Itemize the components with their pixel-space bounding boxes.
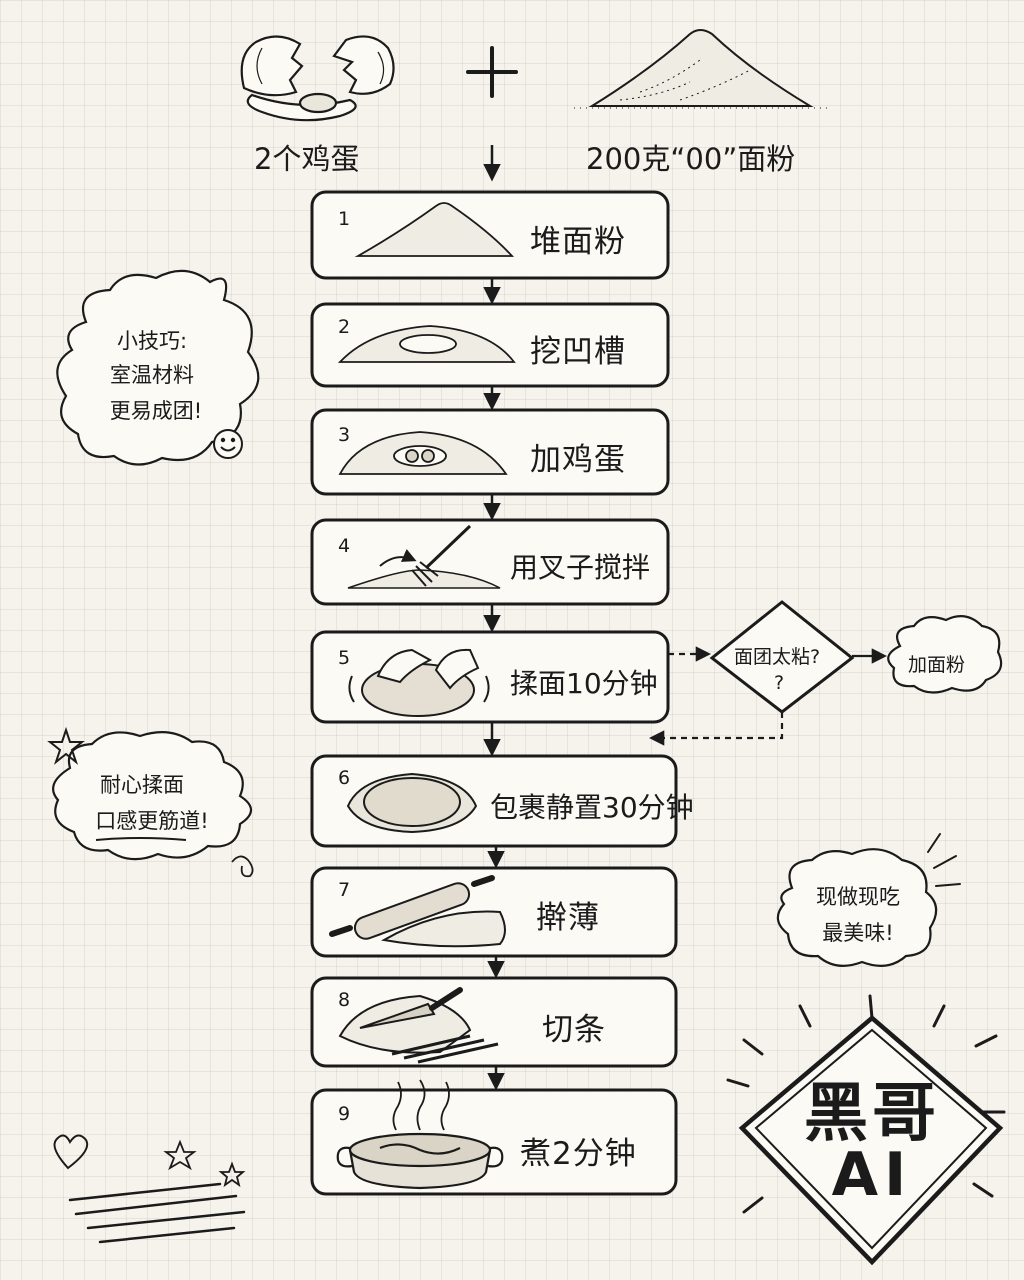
add-flour-bubble [887, 615, 1003, 694]
ingredient-eggs-label: 2个鸡蛋 [254, 142, 360, 176]
step-label-6: 包裹静置30分钟 [490, 791, 694, 824]
tip3-line1: 现做现吃 [816, 885, 900, 909]
rolling-pin-icon [329, 875, 506, 948]
flour-well-icon [337, 325, 516, 363]
logo-text-line2: AI [831, 1140, 913, 1210]
step-number-1: 1 [337, 208, 351, 230]
tip2-line2: 口感更筋道! [95, 809, 209, 833]
wrapped-dough-icon [346, 772, 478, 834]
logo-badge [726, 994, 1006, 1266]
add-flour-label: 加面粉 [908, 654, 966, 676]
scribble-lines [68, 1182, 246, 1244]
arrow-decision-back-to-main [648, 712, 784, 746]
step-number-3: 3 [337, 424, 351, 446]
flour-with-eggs-icon [338, 431, 508, 475]
decision-question: 面团太粘? [734, 646, 821, 668]
tip1-line1: 小技巧: [116, 329, 188, 353]
kneading-hands-icon [348, 648, 490, 717]
step-number-9: 9 [337, 1103, 351, 1125]
tip3-line2: 最美味! [822, 921, 894, 945]
step-label-1: 堆面粉 [530, 224, 626, 260]
tip-bubble-1 [56, 269, 260, 466]
squiggle-icon [231, 855, 254, 878]
step-label-7: 擀薄 [536, 900, 600, 936]
logo-text-line1: 黑哥 [804, 1077, 940, 1151]
step-number-5: 5 [337, 647, 351, 669]
fork-mixing-icon [347, 524, 501, 589]
knife-cutting-icon [338, 987, 499, 1064]
plus-icon [466, 46, 518, 98]
tip1-line3: 更易成团! [109, 399, 203, 423]
step-label-5: 揉面10分钟 [510, 667, 658, 700]
step-label-8: 切条 [542, 1012, 606, 1048]
cracked-egg-icon [240, 35, 395, 122]
tip1-line2: 室温材料 [110, 363, 194, 387]
underline-stroke [95, 837, 187, 841]
step-number-8: 8 [337, 989, 351, 1011]
flour-mound-icon [354, 202, 515, 257]
tip-bubble-3 [776, 848, 938, 967]
heart-icon [53, 1134, 89, 1170]
star-icon [47, 726, 85, 765]
tip-bubble-2 [52, 731, 253, 861]
star-doodles [163, 1139, 246, 1188]
step-number-4: 4 [337, 535, 351, 557]
step-label-2: 挖凹槽 [530, 334, 626, 370]
tip2-line1: 耐心揉面 [100, 773, 184, 797]
ingredient-flour-label: 200克“00”面粉 [586, 142, 796, 176]
step-label-9: 煮2分钟 [520, 1136, 637, 1172]
decision-question-mark: ? [774, 672, 785, 694]
step-number-2: 2 [337, 316, 351, 338]
smiley-icon [213, 429, 243, 459]
step-number-7: 7 [337, 879, 351, 901]
flour-pile-icon [574, 29, 830, 109]
boiling-pot-icon [336, 1079, 504, 1190]
sparkle-lines [927, 833, 961, 887]
step-label-3: 加鸡蛋 [530, 442, 626, 478]
step-label-4: 用叉子搅拌 [510, 551, 651, 584]
step-number-6: 6 [337, 767, 351, 789]
